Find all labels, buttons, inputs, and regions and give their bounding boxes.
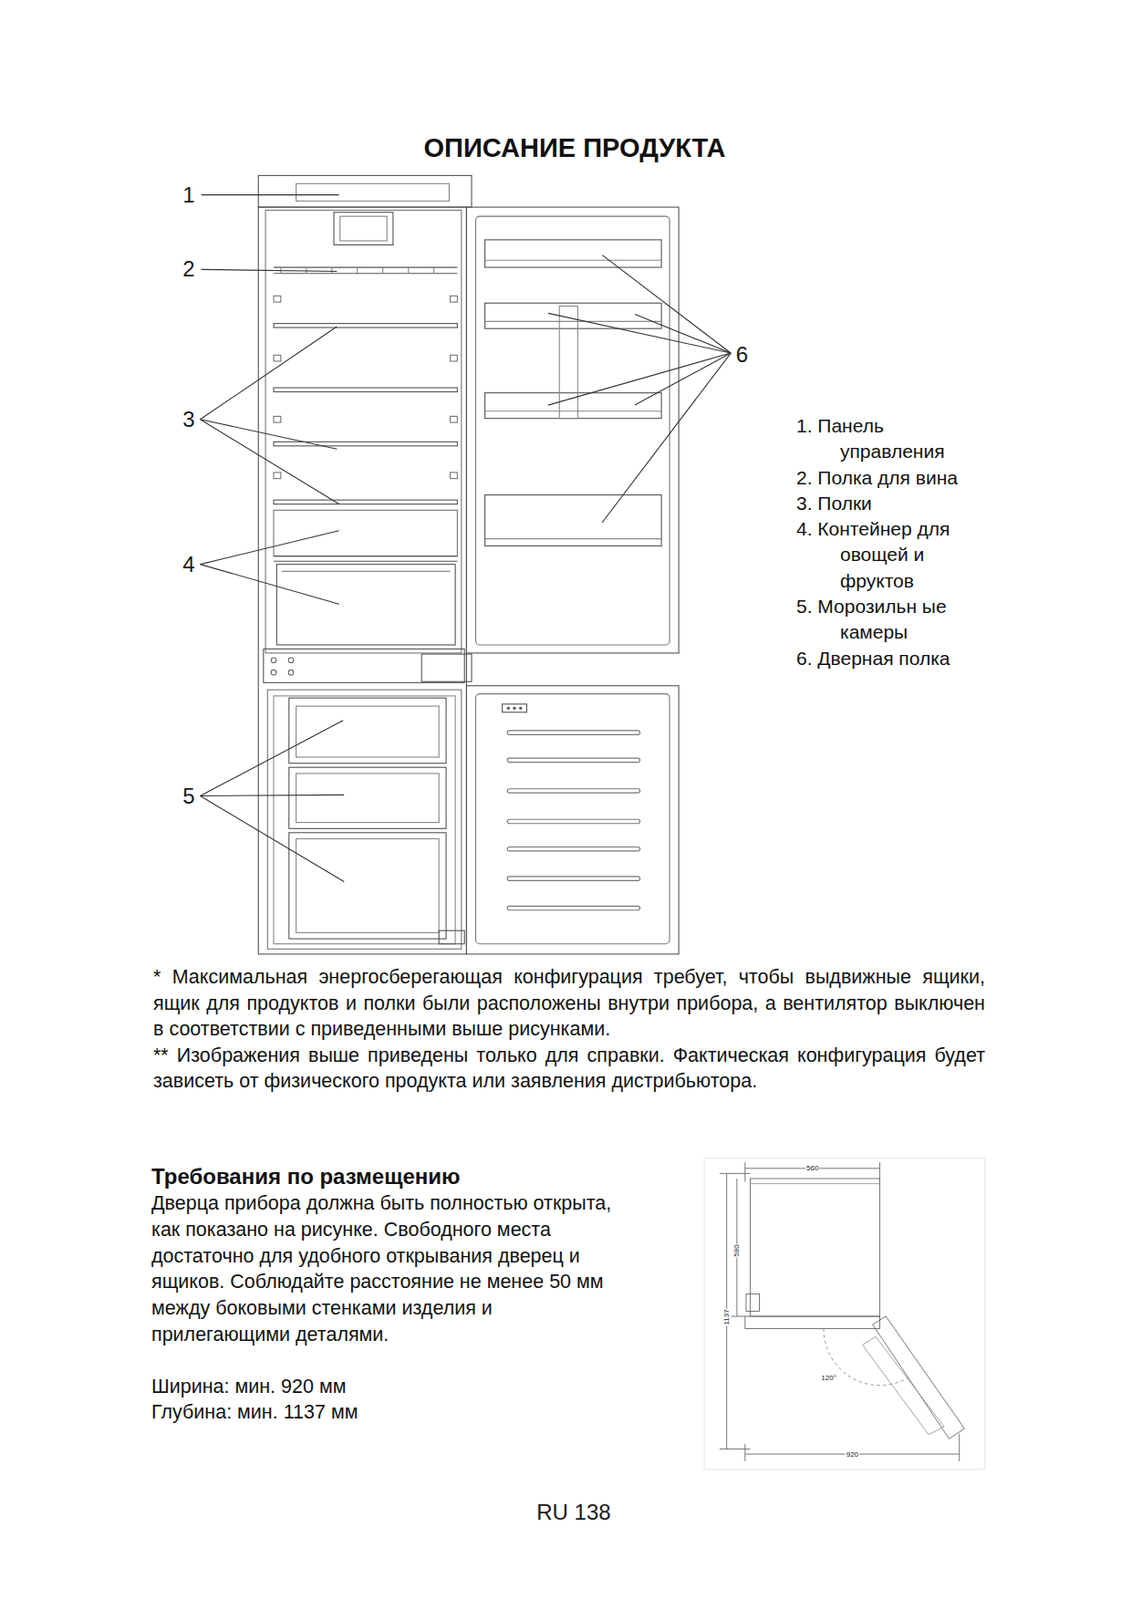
placement-plan <box>704 1158 986 1470</box>
dimension-label: 560 <box>805 1164 820 1174</box>
callout-number: 1 <box>182 183 195 208</box>
callout-number: 2 <box>182 257 195 281</box>
part-list-item: 3. Полки <box>796 490 959 517</box>
callout-number: 5 <box>182 784 195 809</box>
section-heading: Требования по размещению <box>151 1163 626 1191</box>
footnote: ** Изображения выше приведены только для… <box>153 1042 986 1095</box>
text-column: Требования по размещениюДверца прибора д… <box>151 1163 626 1425</box>
footnote: * Максимальная энергосберегающая конфигу… <box>153 964 986 1043</box>
dimension-label: 580 <box>733 1243 742 1257</box>
part-list-item: 5. Морозильн ые камеры <box>796 593 959 646</box>
dimension-label: 920 <box>845 1450 860 1459</box>
fridge-drawing <box>258 175 679 955</box>
part-list-item: 1. Панель управления <box>796 413 959 466</box>
callout-number: 6 <box>736 342 748 367</box>
requirement-line: Ширина: мин. 920 мм <box>151 1373 626 1400</box>
part-list-item: 2. Полка для вина <box>796 465 959 491</box>
requirement-line: Глубина: мин. 1137 мм <box>151 1399 626 1425</box>
callout-number: 3 <box>182 407 195 432</box>
body-text: Дверца прибора должна быть полностью отк… <box>151 1190 626 1349</box>
callout-number: 4 <box>182 552 195 577</box>
text-column: 1. Панель управления2. Полка для вина3. … <box>796 413 959 672</box>
part-list-item: 4. Контейнер для овощей и фруктов <box>796 516 959 594</box>
page-title: ОПИСАНИЕ ПРОДУКТА <box>424 133 727 164</box>
angle-label: 120° <box>820 1373 838 1382</box>
part-list-item: 6. Дверная полка <box>796 645 959 672</box>
page-number: RU 138 <box>536 1500 611 1525</box>
text-column: * Максимальная энергосберегающая конфигу… <box>153 964 986 1095</box>
dimension-label: 1137 <box>722 1308 731 1326</box>
leader-lines <box>199 195 731 883</box>
